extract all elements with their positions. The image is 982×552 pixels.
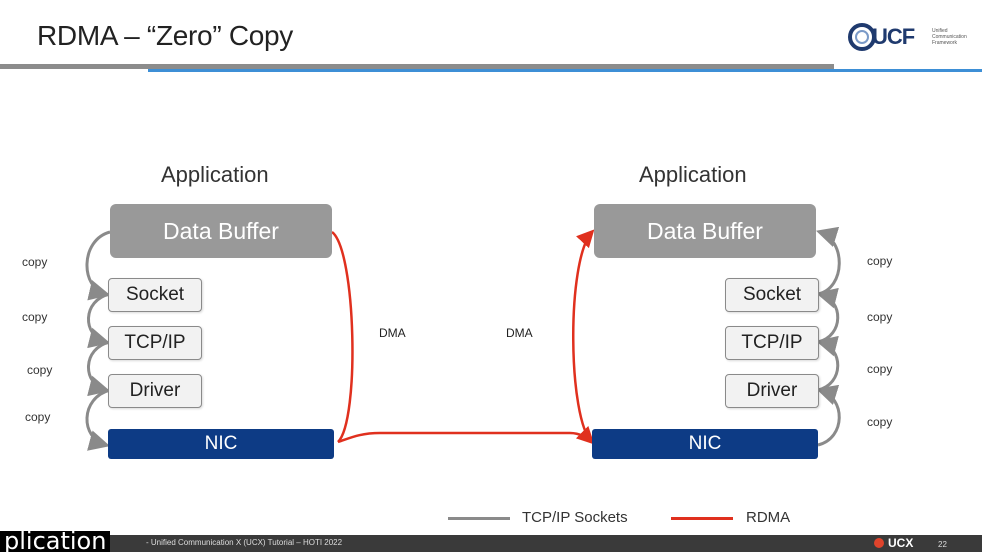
right-copy-loop-4 [815,226,841,296]
right-copy-loop-3 [815,287,840,344]
right-copy-loop-2 [815,335,840,392]
left-copy-loop-2 [87,292,111,349]
caption-overlay: plication [0,531,111,552]
left-copy-loop-4 [85,388,111,451]
right-application-label: Application [639,162,747,187]
rdma-left-dma-path [331,231,354,443]
ucf-logo-mark-icon [848,23,876,51]
left-nic: NIC [108,429,334,459]
footer-bar [0,535,982,552]
right-copy-label-1: copy [867,254,893,268]
left-application-label: Application [161,162,269,187]
right-nic: NIC [592,429,818,459]
right-tcpip-layer: TCP/IP [725,326,819,360]
legend-tcp-label: TCP/IP Sockets [522,509,628,526]
right-dma-label: DMA [506,326,533,340]
footer-ucx-logo: UCX [874,536,913,550]
left-dma-label: DMA [379,326,406,340]
slide-title: RDMA – “Zero” Copy [37,20,293,51]
right-copy-label-2: copy [867,310,893,324]
legend-rdma-swatch [671,517,733,520]
legend-tcp-swatch [448,517,510,520]
footer-text: - Unified Communication X (UCX) Tutorial… [146,538,343,547]
left-data-buffer: Data Buffer [110,204,332,258]
right-data-buffer: Data Buffer [594,204,816,258]
left-socket-layer: Socket [108,278,202,312]
page-number: 22 [938,540,947,549]
left-copy-label-1: copy [22,255,48,269]
ucf-logo-text: UCF [872,24,915,49]
left-copy-loop-1 [85,230,111,301]
right-driver-layer: Driver [725,374,819,408]
footer-brand: UCX [888,536,914,550]
header-divider-grey [0,64,834,69]
legend-rdma-label: RDMA [746,509,791,526]
ucf-logo-subtitle: Unified Communication Framework [932,28,967,46]
left-copy-label-3: copy [27,363,53,377]
ucx-logo-icon [874,538,884,548]
left-driver-layer: Driver [108,374,202,408]
left-copy-label-2: copy [22,310,48,324]
right-copy-label-3: copy [867,362,893,376]
ucf-logo: UCF Unified Communication Framework [848,22,968,52]
left-copy-label-4: copy [25,410,51,424]
left-tcpip-layer: TCP/IP [108,326,202,360]
rdma-wire-path [337,425,595,445]
right-socket-layer: Socket [725,278,819,312]
header-divider-blue [148,69,982,72]
right-copy-label-4: copy [867,415,893,429]
right-copy-loop-1 [815,384,841,447]
left-copy-loop-3 [87,340,111,397]
rdma-right-dma-path [572,229,595,443]
